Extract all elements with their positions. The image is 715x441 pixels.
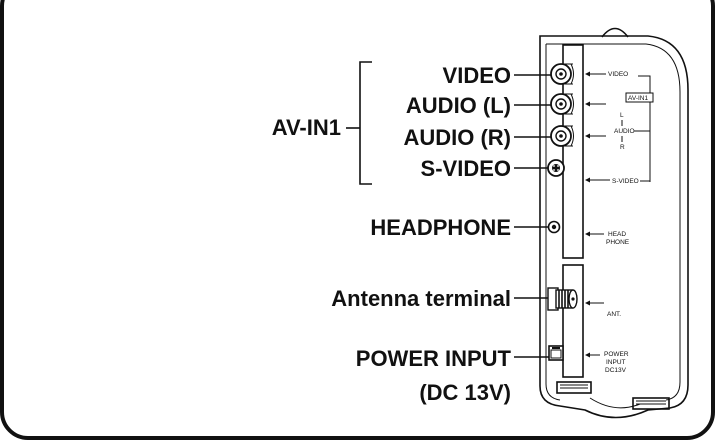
callout-labels: AV-IN1 VIDEO AUDIO (L) AUDIO (R) S-VIDEO… [272,61,551,405]
marking-video: VIDEO [608,71,628,78]
label-av-in1: AV-IN1 [272,115,341,140]
marking-s-video: S-VIDEO [612,178,639,185]
audio-left-jack-icon [550,93,574,115]
marking-phone: PHONE [606,239,630,246]
video-jack-icon [550,63,574,85]
power-input-jack-icon [548,345,564,361]
audio-right-jack-icon [550,125,574,147]
antenna-terminal-icon [547,287,578,311]
label-power-spec: (DC 13V) [419,380,511,405]
marking-head: HEAD [608,231,626,238]
marking-l: L [620,112,624,119]
marking-r: R [620,144,625,151]
device-side-panel: VIDEO AV-IN1 L AUDIO R S-VIDEO HEAD PHON… [539,27,689,419]
marking-power: POWER [604,351,629,358]
marking-audio: AUDIO [614,128,635,135]
label-headphone: HEADPHONE [370,215,511,240]
headphone-jack-icon [547,220,561,234]
av-in1-bracket [359,61,372,185]
s-video-jack-icon [547,159,565,177]
label-audio-l: AUDIO (L) [406,93,511,118]
label-video: VIDEO [443,63,511,88]
marking-ant: ANT. [607,311,621,318]
label-antenna-terminal: Antenna terminal [331,286,511,311]
label-power-input: POWER INPUT [356,346,512,371]
label-s-video: S-VIDEO [421,156,511,181]
marking-dc13v: DC13V [605,367,627,374]
marking-av-in1: AV-IN1 [628,95,648,102]
label-audio-r: AUDIO (R) [403,125,511,150]
marking-input: INPUT [606,359,626,366]
panel-markings: VIDEO AV-IN1 L AUDIO R S-VIDEO HEAD PHON… [585,71,654,374]
